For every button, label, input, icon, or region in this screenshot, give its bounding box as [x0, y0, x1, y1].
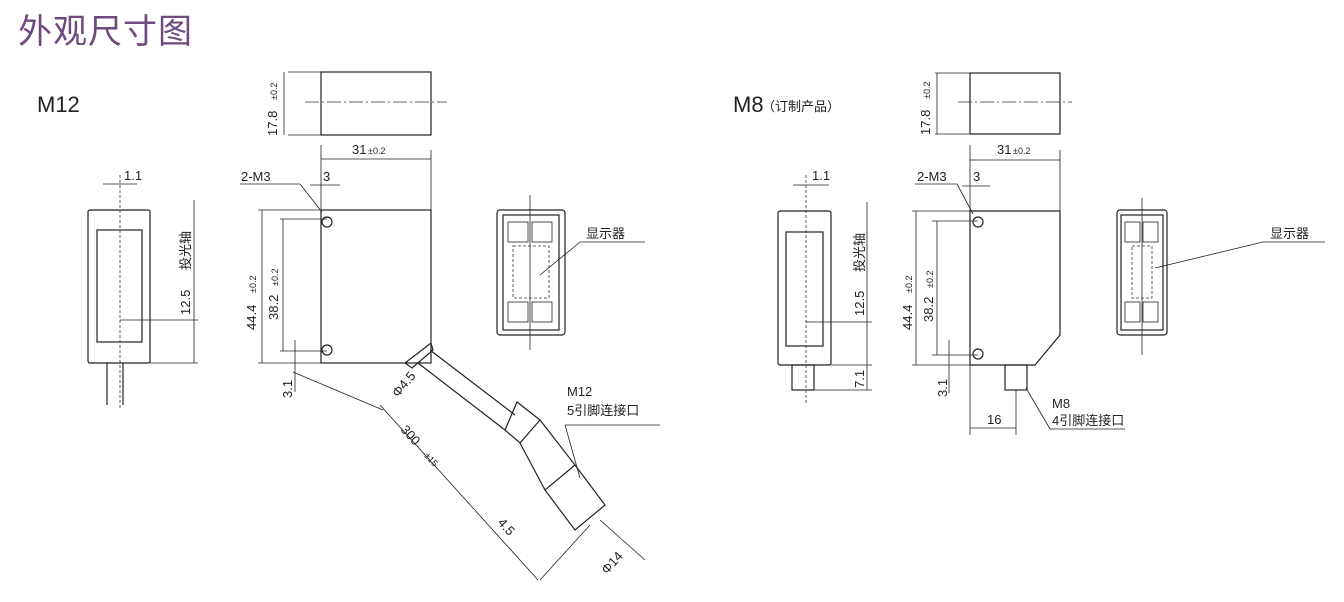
m12-body-height-dim: 44.4: [244, 305, 259, 330]
m12-drawing: M12 17.8 ±0.2 1.1 12.5 投光轴: [37, 71, 660, 581]
tolerance: ±0.2: [904, 276, 914, 293]
m12-hole-offset-dim: 3: [323, 169, 330, 184]
m12-height-top-dim: 17.8: [265, 111, 280, 136]
m12-connector-name: M12: [567, 384, 592, 399]
m8-hole-bottom-dim: 3.1: [935, 379, 950, 397]
m8-display-label: 显示器: [1270, 226, 1309, 241]
m12-cable-length-dim: 300: [398, 422, 424, 448]
m12-display-view: 显示器: [496, 195, 645, 350]
m8-offset-dim: 1.1: [812, 168, 830, 183]
m12-hole-pitch-dim: 38.2: [266, 295, 281, 320]
tolerance: ±0.2: [269, 83, 279, 100]
m12-side-view: 1.1 12.5 投光轴: [87, 168, 198, 410]
m8-height-top-dim: 17.8: [918, 110, 933, 135]
m12-label: M12: [37, 92, 80, 117]
m12-display-label: 显示器: [586, 226, 625, 241]
m12-screw-label: 2-M3: [241, 169, 271, 184]
m8-hole-offset-dim: 3: [973, 169, 980, 184]
m12-connector-desc: 5引脚连接口: [567, 403, 639, 418]
page-title: 外观尺寸图: [18, 12, 193, 52]
m12-cable: 300 ±15 Φ4.5 4.5 Φ14 M12 5引脚连接口: [292, 341, 660, 581]
m8-width-dim: 31: [997, 142, 1011, 157]
m8-drawing: M8 （订制产品） 17.8 ±0.2 1.1 12.5 投光轴 7.1: [733, 72, 1325, 435]
m12-top-view: 17.8 ±0.2: [265, 71, 447, 136]
m12-hole-bottom-dim: 3.1: [280, 380, 295, 398]
m8-axis-height-dim: 12.5: [852, 291, 867, 316]
tolerance: ±0.2: [248, 276, 258, 293]
m8-connector-height-dim: 7.1: [852, 370, 867, 388]
m12-axis-height-dim: 12.5: [178, 290, 193, 315]
tolerance: ±15: [423, 451, 440, 469]
m12-offset-dim: 1.1: [124, 168, 142, 183]
m8-connector-desc: 4引脚连接口: [1052, 413, 1124, 428]
m12-connector-length-dim: 4.5: [495, 515, 518, 538]
m8-hole-pitch-dim: 38.2: [921, 297, 936, 322]
tolerance: ±0.2: [270, 269, 280, 286]
m12-connector-dia-dim: Φ14: [598, 549, 626, 577]
m8-display-view: 显示器: [1116, 198, 1325, 355]
m8-axis-label: 投光轴: [852, 233, 867, 272]
tolerance: ±0.2: [368, 146, 385, 156]
m8-connector-name: M8: [1052, 396, 1070, 411]
m8-custom-note: （订制产品）: [762, 99, 840, 114]
m12-width-dim: 31: [352, 142, 366, 157]
m12-axis-label: 投光轴: [178, 231, 193, 270]
m8-front-view: 31 ±0.2 2-M3 3 44.4 ±0.2 38.2 ±0.2 3.1 1…: [900, 142, 1125, 435]
tolerance: ±0.2: [925, 271, 935, 288]
m8-body-height-dim: 44.4: [900, 305, 915, 330]
tolerance: ±0.2: [1013, 146, 1030, 156]
m12-front-view: 31 ±0.2 2-M3 3 44.4 ±0.2 38.2 ±0.2 3.1: [240, 142, 432, 398]
m8-top-view: 17.8 ±0.2: [918, 72, 1072, 135]
m8-label: M8: [733, 92, 764, 117]
m8-side-view: 1.1 12.5 投光轴 7.1: [777, 168, 872, 405]
tolerance: ±0.2: [922, 82, 932, 99]
m8-screw-label: 2-M3: [917, 169, 947, 184]
m8-connector-pos-dim: 16: [987, 412, 1001, 427]
m12-cable-dia-dim: Φ4.5: [389, 368, 419, 399]
